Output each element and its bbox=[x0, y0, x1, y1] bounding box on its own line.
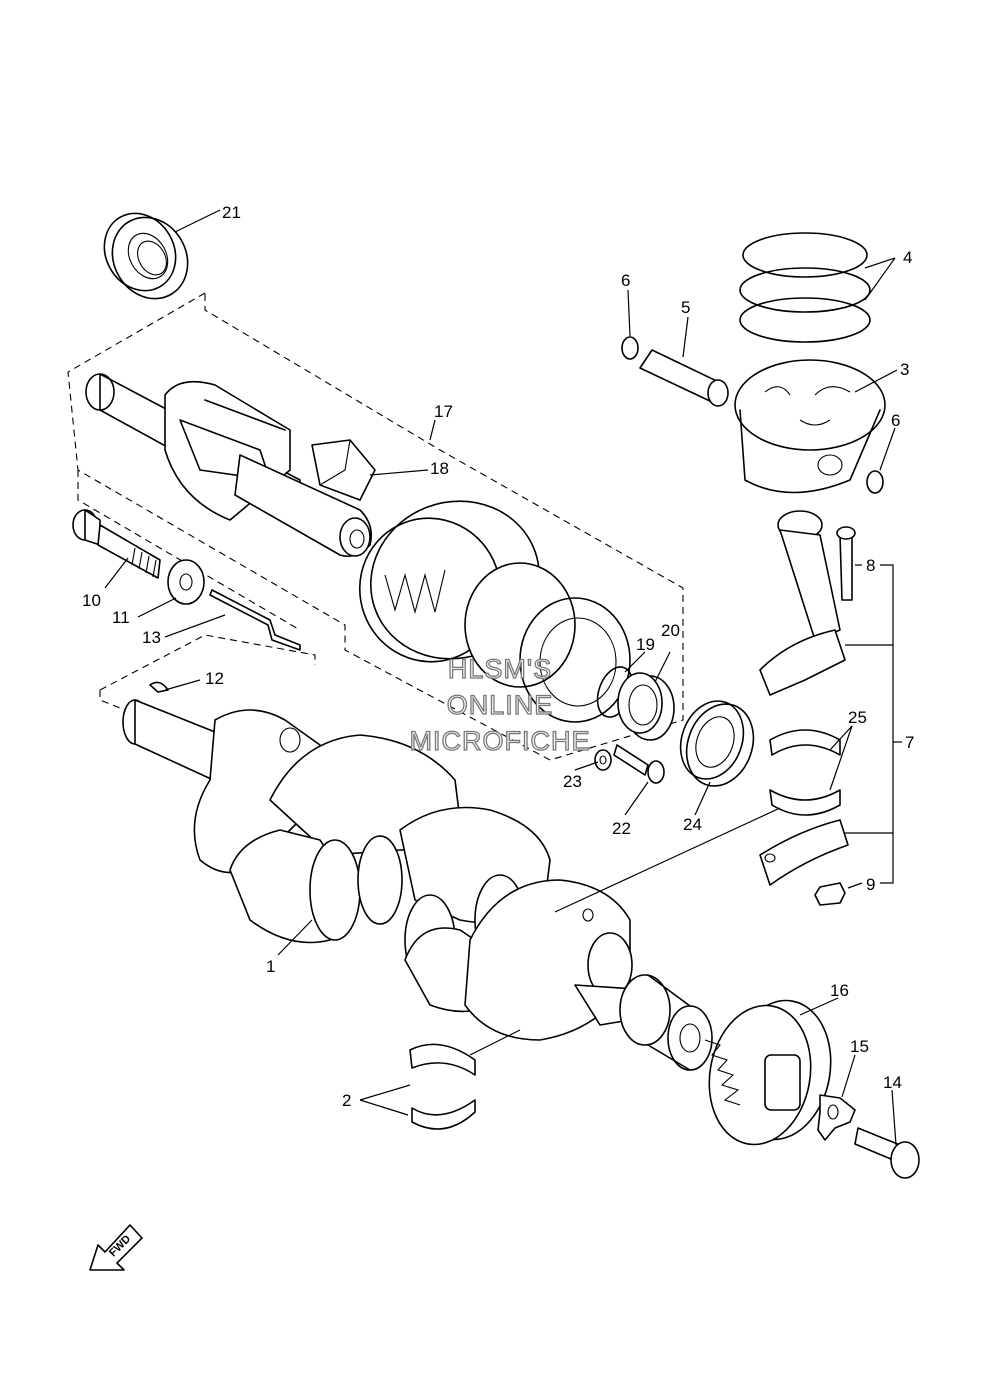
part-6-circlip-a[interactable] bbox=[621, 336, 639, 360]
watermark-line-1: HLSM'S bbox=[448, 654, 552, 684]
connecting-rod-cap[interactable] bbox=[759, 819, 849, 886]
callout-9: 9 bbox=[866, 875, 875, 894]
part-16-primary-drive-gear[interactable] bbox=[699, 992, 842, 1152]
callout-12: 12 bbox=[205, 669, 224, 688]
part-15-lock-washer[interactable] bbox=[817, 1094, 856, 1141]
callout-16: 16 bbox=[830, 981, 849, 1000]
part-6-circlip-b[interactable] bbox=[866, 470, 884, 494]
callout-13: 13 bbox=[142, 628, 161, 647]
callout-6a: 6 bbox=[621, 271, 630, 290]
part-18-weight[interactable] bbox=[311, 439, 376, 501]
callout-20: 20 bbox=[661, 621, 680, 640]
callout-15: 15 bbox=[850, 1037, 869, 1056]
part-25-big-end-bearing[interactable] bbox=[769, 729, 841, 816]
part-1-crankshaft[interactable] bbox=[122, 699, 713, 1071]
part-11-washer[interactable] bbox=[167, 559, 205, 605]
balancer-driven-gear[interactable] bbox=[340, 478, 631, 723]
callout-22: 22 bbox=[612, 819, 631, 838]
leader-lines bbox=[104, 209, 902, 1146]
part-7-connecting-rod[interactable] bbox=[759, 510, 846, 696]
callout-8: 8 bbox=[866, 556, 875, 575]
callout-18: 18 bbox=[430, 459, 449, 478]
part-24-oil-seal[interactable] bbox=[670, 692, 764, 795]
part-2-crankshaft-bearing[interactable] bbox=[409, 1043, 476, 1130]
callout-2: 2 bbox=[342, 1091, 351, 1110]
part-4-piston-ring-set[interactable] bbox=[739, 232, 871, 343]
watermark-line-3: MICROFICHE bbox=[410, 726, 591, 756]
callout-labels: 1 2 3 4 5 6 6 7 8 9 10 11 12 13 14 15 16… bbox=[82, 203, 914, 1110]
part-5-piston-pin[interactable] bbox=[639, 349, 729, 407]
callout-4: 4 bbox=[903, 248, 912, 267]
callout-14: 14 bbox=[883, 1073, 902, 1092]
part-9-nut[interactable] bbox=[814, 882, 846, 906]
part-10-bolt[interactable] bbox=[72, 509, 161, 579]
part-20-collar[interactable] bbox=[617, 672, 675, 741]
callout-11: 11 bbox=[112, 608, 130, 627]
part-14-bolt[interactable] bbox=[854, 1127, 920, 1179]
part-17-balancer-shaft[interactable] bbox=[85, 373, 373, 558]
callout-25: 25 bbox=[848, 708, 867, 727]
callout-10: 10 bbox=[82, 591, 101, 610]
fwd-arrow-icon: FWD bbox=[89, 1224, 143, 1271]
part-21-bearing[interactable] bbox=[91, 200, 203, 312]
callout-23: 23 bbox=[563, 772, 582, 791]
watermark-line-2: ONLINE bbox=[447, 690, 554, 720]
part-3-piston[interactable] bbox=[734, 359, 886, 494]
watermark: HLSM'S ONLINE MICROFICHE bbox=[409, 653, 591, 756]
callout-1: 1 bbox=[266, 957, 275, 976]
crank-group-dashed-outline bbox=[99, 634, 316, 713]
callout-24: 24 bbox=[683, 815, 702, 834]
bolt-group-dashed-outline bbox=[77, 470, 301, 631]
callout-6b: 6 bbox=[891, 411, 900, 430]
part-13-plate[interactable] bbox=[209, 589, 301, 651]
part-12-woodruff-key[interactable] bbox=[149, 681, 169, 693]
callout-21: 21 bbox=[222, 203, 241, 222]
callout-19: 19 bbox=[636, 635, 655, 654]
part-22-bolt[interactable] bbox=[613, 744, 665, 784]
balancer-assembly-dashed-outline bbox=[67, 292, 684, 761]
callout-17: 17 bbox=[434, 402, 453, 421]
callout-5: 5 bbox=[681, 298, 690, 317]
part-8-connecting-rod-bolt[interactable] bbox=[836, 526, 856, 601]
callout-7: 7 bbox=[905, 733, 914, 752]
part-23-washer[interactable] bbox=[594, 749, 612, 771]
callout-3: 3 bbox=[900, 360, 909, 379]
